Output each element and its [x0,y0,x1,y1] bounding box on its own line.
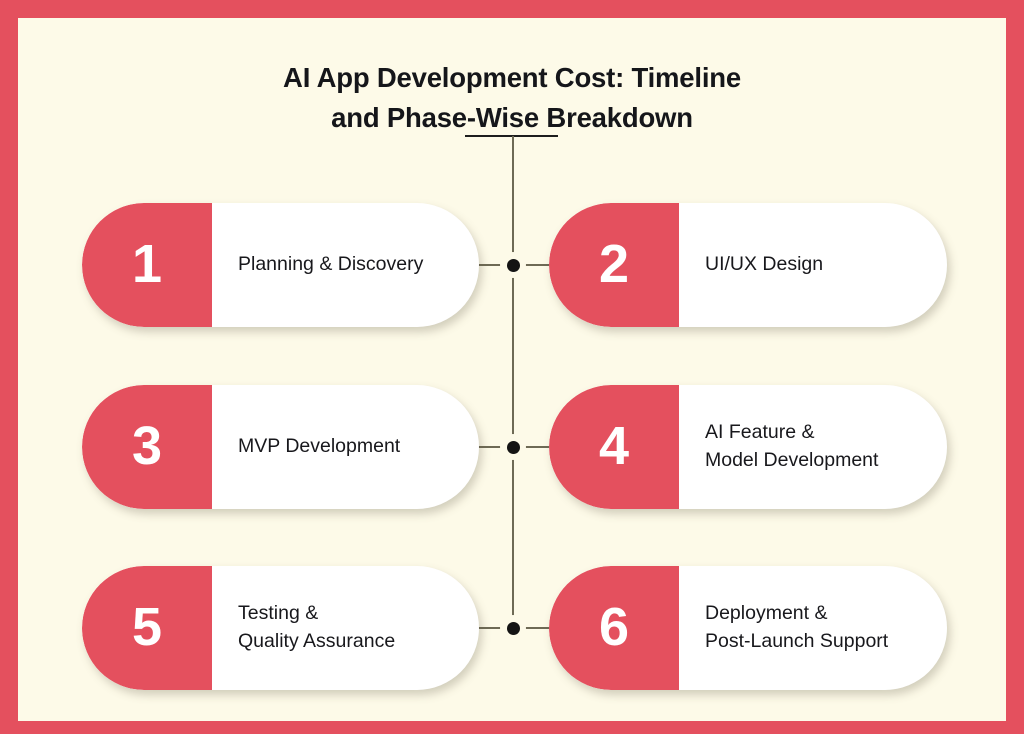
phase-card-6[interactable]: 6 Deployment & Post-Launch Support [549,566,947,690]
connector-right-row-2 [513,446,565,448]
phase-label-2: UI/UX Design [705,253,824,276]
phase-label-6: Deployment & Post-Launch Support [705,602,889,652]
timeline-vertical-line [512,136,514,628]
connector-right-row-1 [513,264,565,266]
phase-number-3: 3 [82,385,212,509]
phase-label-1: Planning & Discovery [238,253,424,276]
timeline-node-row-2 [500,434,526,460]
phase-card-2[interactable]: 2 UI/UX Design [549,203,947,327]
connector-left-row-2 [461,446,513,448]
phase-card-1[interactable]: 1 Planning & Discovery [82,203,479,327]
phase-number-4: 4 [549,385,679,509]
phase-card-4[interactable]: 4 AI Feature & Model Development [549,385,947,509]
timeline-node-row-1 [500,252,526,278]
phase-label-4: AI Feature & Model Development [705,421,879,471]
connector-left-row-1 [461,264,513,266]
connector-left-row-3 [461,627,513,629]
timeline-top-cap [465,135,558,137]
phase-label-3: MVP Development [238,435,401,458]
phase-number-1: 1 [82,203,212,327]
phase-number-5: 5 [82,566,212,690]
timeline-node-row-3 [500,615,526,641]
infographic-stage: AI App Development Cost: Timeline and Ph… [18,18,1006,721]
connector-right-row-3 [513,627,565,629]
phase-card-5[interactable]: 5 Testing & Quality Assurance [82,566,479,690]
phase-label-5: Testing & Quality Assurance [238,602,396,652]
phase-card-3[interactable]: 3 MVP Development [82,385,479,509]
page-title: AI App Development Cost: Timeline and Ph… [283,62,741,133]
phase-number-2: 2 [549,203,679,327]
phase-number-6: 6 [549,566,679,690]
